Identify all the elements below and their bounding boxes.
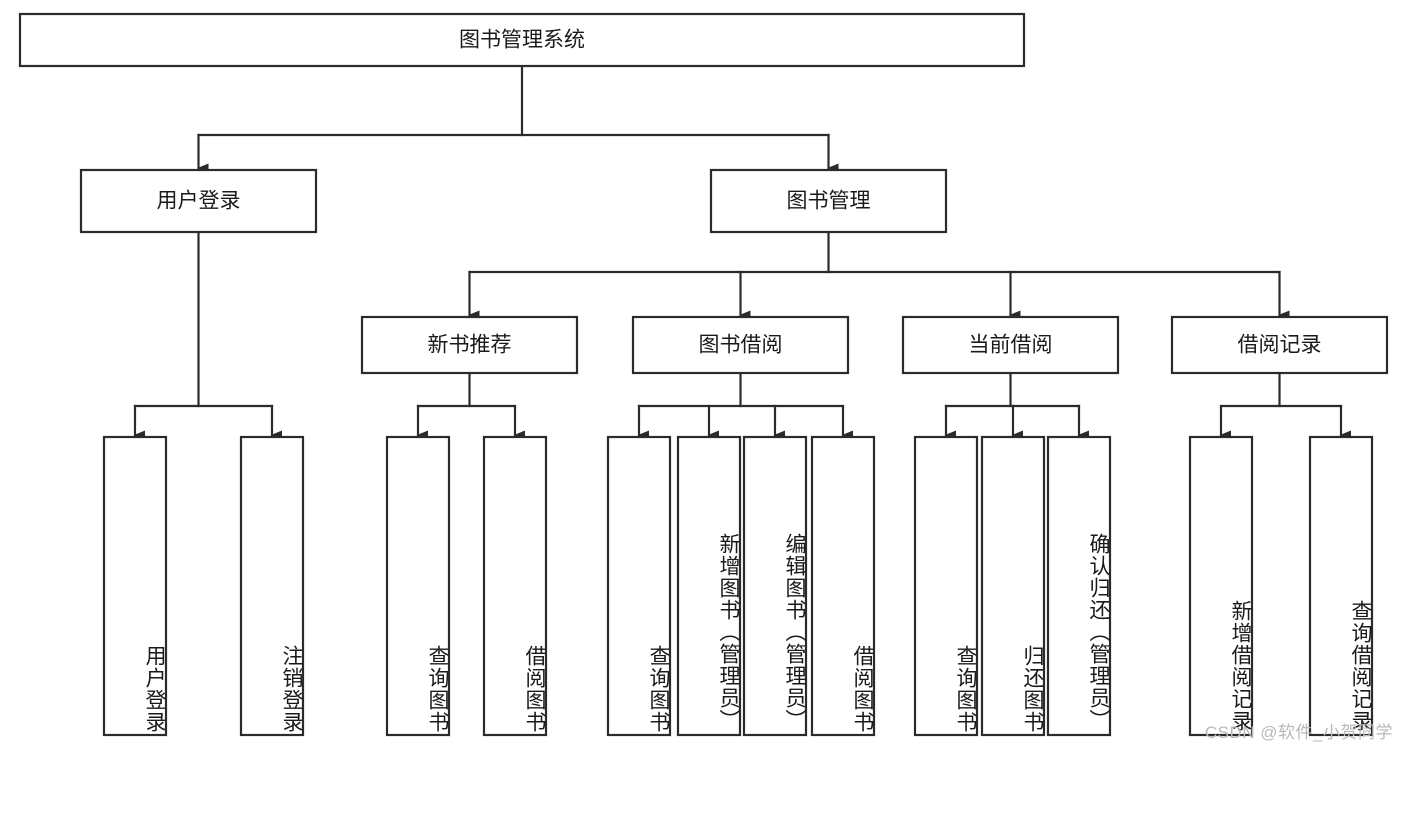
node-leaf-box-11[interactable] (1188, 435, 1254, 737)
node-leaf-box-4[interactable] (606, 435, 672, 737)
node-level2-label-1: 图书管理 (787, 190, 871, 213)
node-level3-label-1: 图书借阅 (699, 334, 783, 357)
watermark-text: CSDN @软件_小贺同学 (1204, 723, 1393, 742)
node-leaf-box-1[interactable] (239, 435, 305, 737)
node-level3-box-2[interactable] (901, 315, 1120, 375)
node-title-box[interactable] (18, 12, 1026, 68)
node-level2-label-0: 用户登录 (157, 190, 241, 213)
node-level3-box-3[interactable] (1170, 315, 1389, 375)
node-leaf-box-9[interactable] (980, 435, 1046, 737)
node-level3-box-1[interactable] (631, 315, 850, 375)
node-level3-label-2: 当前借阅 (969, 334, 1053, 357)
node-boxes (18, 12, 1389, 737)
node-level2-box-0[interactable] (79, 168, 318, 234)
node-leaf-box-12[interactable] (1308, 435, 1374, 737)
node-title-label: 图书管理系统 (459, 29, 585, 52)
node-leaf-box-0[interactable] (102, 435, 168, 737)
flowchart-canvas: 图书管理系统用户登录图书管理新书推荐图书借阅当前借阅借阅记录 用户登录注销登录查… (18, 12, 1393, 742)
node-leaf-box-7[interactable] (810, 435, 876, 737)
node-level3-label-0: 新书推荐 (428, 334, 512, 357)
node-level3-label-3: 借阅记录 (1238, 334, 1322, 357)
node-leaf-box-3[interactable] (482, 435, 548, 737)
node-leaf-box-8[interactable] (913, 435, 979, 737)
node-level2-box-1[interactable] (709, 168, 948, 234)
connector-lines (133, 64, 1351, 440)
node-leaf-box-6[interactable] (742, 435, 808, 737)
node-leaf-box-10[interactable] (1046, 435, 1112, 737)
node-leaf-box-2[interactable] (385, 435, 451, 737)
node-level3-box-0[interactable] (360, 315, 579, 375)
node-leaf-box-5[interactable] (676, 435, 742, 737)
